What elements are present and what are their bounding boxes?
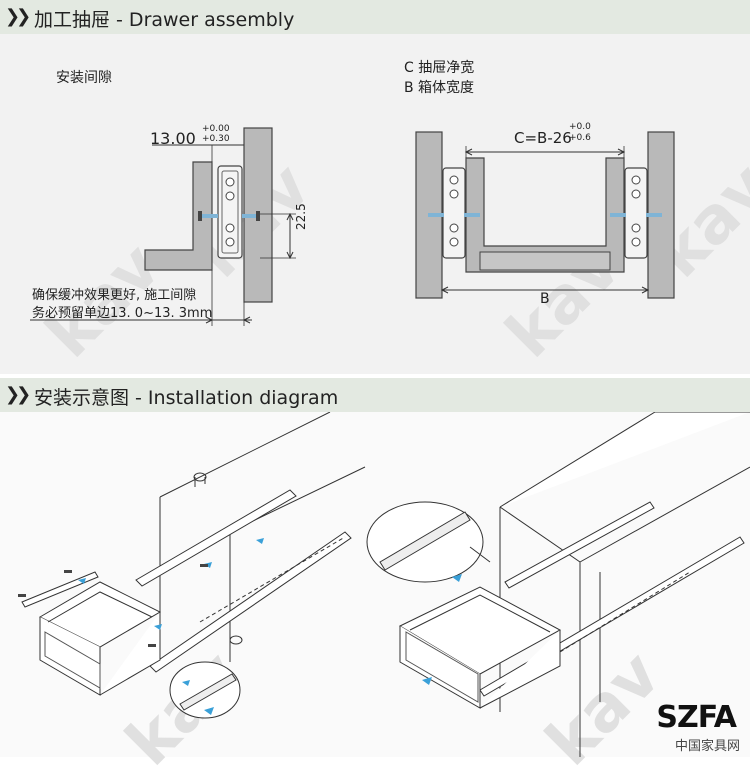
slide-rail bbox=[217, 165, 243, 259]
tolerance-upper: +0.00 bbox=[202, 124, 230, 134]
screw-icon bbox=[428, 213, 444, 217]
section-title: 加工抽屉 - Drawer assembly bbox=[34, 9, 295, 31]
screw-icon bbox=[242, 211, 260, 221]
drawer-bottom bbox=[479, 251, 611, 271]
screw-icon bbox=[646, 213, 662, 217]
legend-b: B 箱体宽度 bbox=[404, 80, 475, 96]
b-label: B bbox=[540, 291, 550, 307]
width-diagram bbox=[415, 131, 675, 299]
section-header-installation: ❯❯ 安装示意图 - Installation diagram bbox=[0, 378, 750, 412]
gap-note-line1: 确保缓冲效果更好, 施工间隙 bbox=[32, 288, 197, 303]
gap-note-line2: 务必预留单边13. 0~13. 3mm bbox=[32, 306, 213, 321]
double-chevron-icon: ❯❯ bbox=[5, 384, 31, 405]
double-chevron-icon: ❯❯ bbox=[5, 6, 31, 27]
ball-bearing bbox=[225, 237, 235, 247]
ball-bearing bbox=[225, 177, 235, 187]
installation-panel: kav kav bbox=[0, 412, 750, 780]
gap-heading: 安装间隙 bbox=[56, 70, 112, 86]
screw-icon bbox=[610, 213, 626, 217]
szfa-logo: SZFA bbox=[656, 700, 737, 735]
ball-bearing bbox=[225, 223, 235, 233]
height-dimension: 22.5 bbox=[294, 203, 308, 230]
installation-diagram bbox=[18, 412, 750, 757]
ball-bearing bbox=[225, 191, 235, 201]
screw-icon bbox=[198, 211, 218, 221]
c-tolerance-lower: +0.6 bbox=[569, 133, 591, 143]
section-title: 安装示意图 - Installation diagram bbox=[34, 387, 339, 409]
legend-c: C 抽屉净宽 bbox=[404, 60, 475, 76]
c-formula: C=B-26 bbox=[514, 129, 572, 147]
screw-icon bbox=[464, 213, 480, 217]
c-tolerance-upper: +0.0 bbox=[569, 122, 591, 132]
tolerance-lower: +0.30 bbox=[202, 134, 230, 144]
gap-dimension: 13.00 bbox=[150, 129, 196, 148]
gap-diagram bbox=[30, 127, 296, 326]
drawer-assembly-panel: kav kav kav kav 安装间隙 bbox=[0, 34, 750, 374]
logo-text: 中国家具网 bbox=[674, 739, 740, 754]
section-header-drawer-assembly: ❯❯ 加工抽屉 - Drawer assembly bbox=[0, 0, 750, 34]
